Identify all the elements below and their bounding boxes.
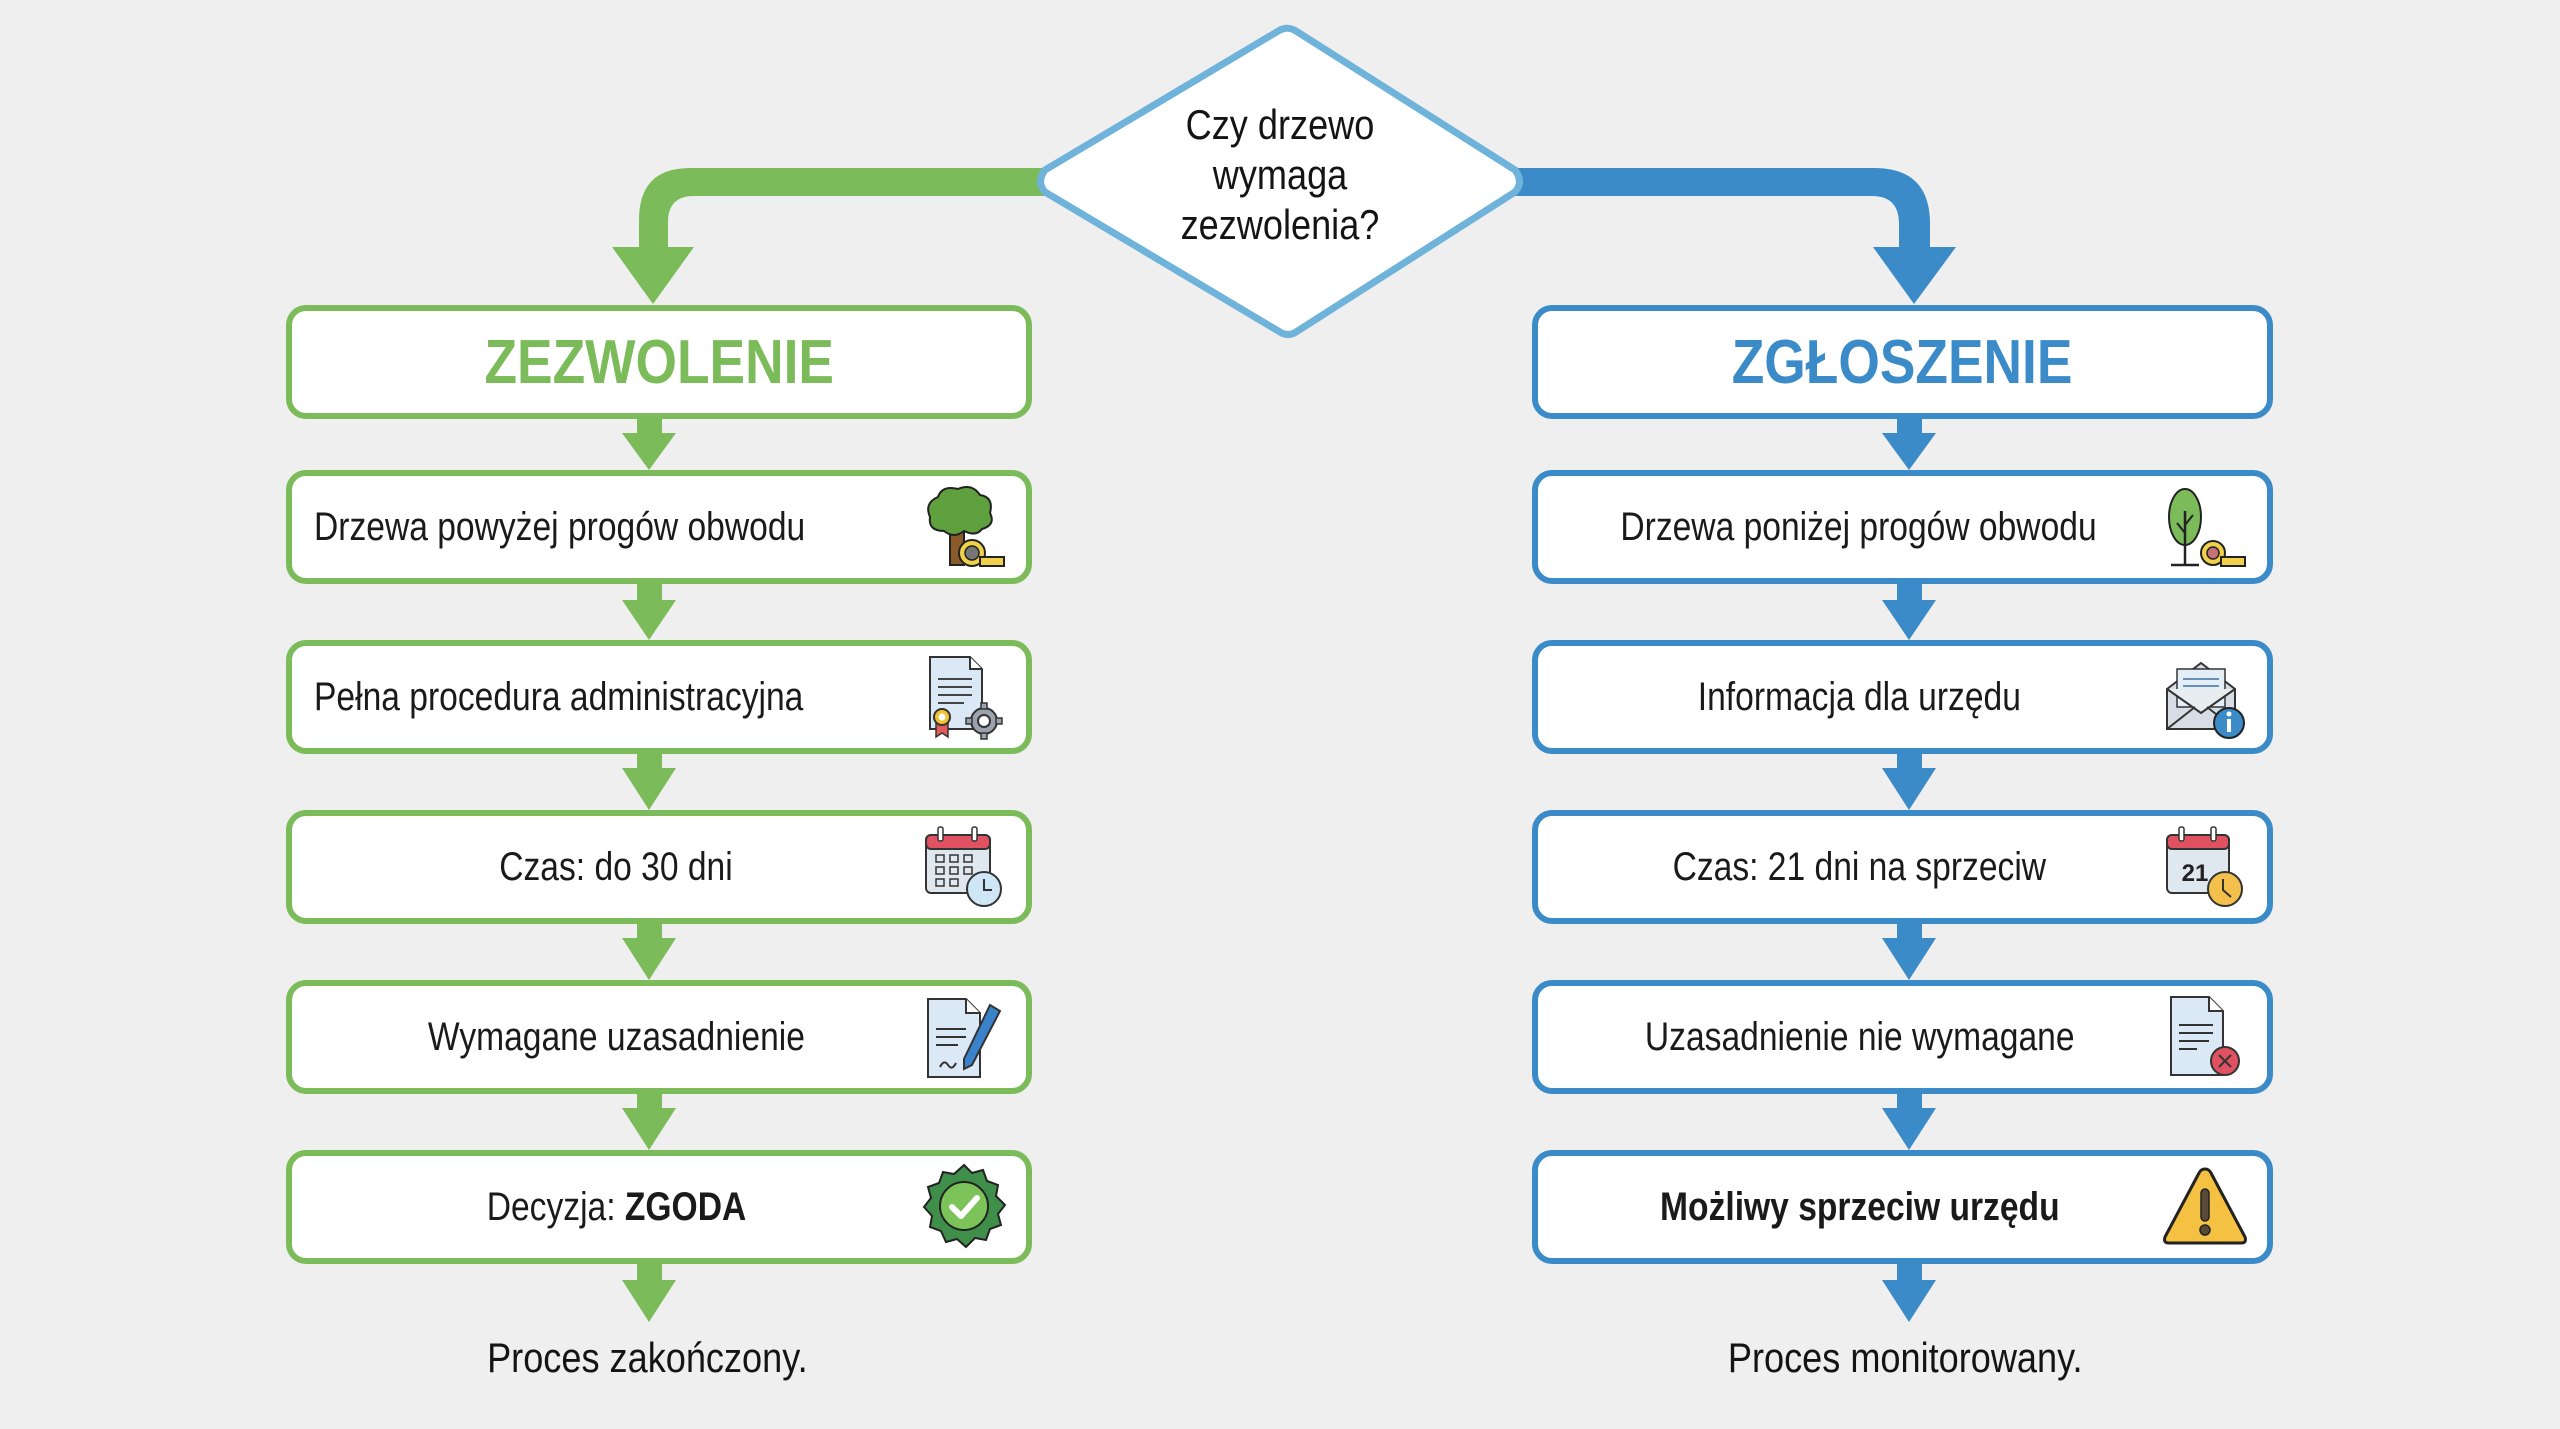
decision-line-1: Czy drzewo [1185,101,1375,148]
small-tree-tape-measure-icon [2168,488,2246,567]
decision-prefix: Decyzja: [486,1184,625,1229]
permit-header-box: ZEZWOLENIE [286,305,1032,419]
decision-line-3: zezwolenia? [1180,201,1380,248]
permit-step-justification: Wymagane uzasadnienie [286,980,1032,1094]
document-certificate-gear-icon [929,656,1003,740]
decision-diamond [1037,24,1523,338]
permit-title: ZEZWOLENIE [484,327,834,397]
notification-step-objection: Możliwy sprzeciw urzędu [1532,1150,2273,1264]
calendar-number: 21 [2182,860,2209,887]
left-branch-connector [612,168,1050,304]
notification-step-inform-office: Informacja dla urzędu [1532,640,2273,754]
step-label: Informacja dla urzędu [1697,674,2022,719]
envelope-info-icon [2166,661,2245,739]
step-label: Drzewa poniżej progów obwodu [1620,504,2097,549]
step-label: Czas: 21 dni na sprzeciw [1672,844,2047,889]
notification-title: ZGŁOSZENIE [1732,327,2073,397]
permit-step-decision: Decyzja: ZGODA [286,1150,1032,1264]
step-label: Wymagane uzasadnienie [427,1014,805,1059]
notification-header-box: ZGŁOSZENIE [1532,305,2273,419]
right-branch-connector [1510,168,1956,304]
notification-step-time: Czas: 21 dni na sprzeciw 21 [1532,810,2273,924]
approved-badge-check-icon [922,1163,1007,1249]
notification-outcome: Proces monitorowany. [1727,1334,2083,1381]
calendar-clock-icon [925,826,1002,907]
left-step-arrows [622,416,676,1322]
permit-step-time: Czas: do 30 dni [286,810,1032,924]
step-label: Drzewa powyżej progów obwodu [314,504,806,549]
step-label: Czas: do 30 dni [499,844,733,889]
notification-step-no-justification: Uzasadnienie nie wymagane [1532,980,2273,1094]
decision-line-2: wymaga [1212,151,1348,198]
step-label: Pełna procedura administracyjna [314,674,804,719]
large-tree-tape-measure-icon [927,486,1005,567]
notification-step-thresholds: Drzewa poniżej progów obwodu [1532,470,2273,584]
permit-outcome: Proces zakończony. [486,1334,808,1381]
permit-step-procedure: Pełna procedura administracyjna [286,640,1032,754]
right-step-arrows [1882,416,1936,1322]
step-label: Możliwy sprzeciw urzędu [1659,1184,2060,1229]
decision-question: Czy drzewo wymaga zezwolenia? [1080,100,1480,250]
permit-step-thresholds: Drzewa powyżej progów obwodu [286,470,1032,584]
calendar-21-clock-icon: 21 [2166,826,2243,907]
step-label: Uzasadnienie nie wymagane [1644,1014,2075,1059]
document-x-icon [2170,996,2240,1076]
warning-triangle-icon [2163,1167,2247,1245]
decision-value: ZGODA [624,1184,746,1229]
document-pen-signature-icon [927,998,1002,1078]
